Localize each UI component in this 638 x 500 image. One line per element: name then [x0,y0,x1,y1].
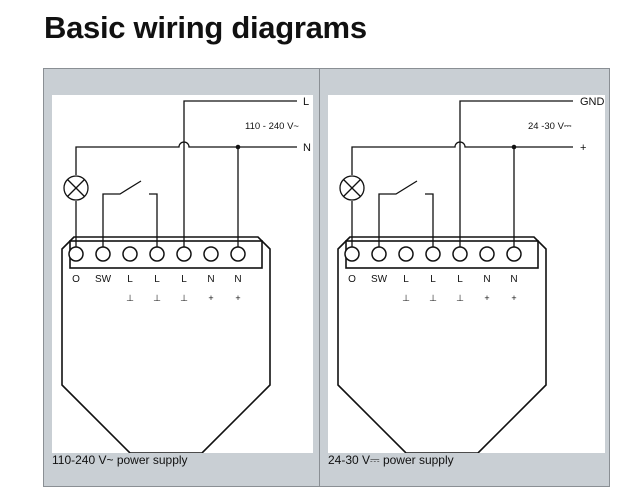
terminal-mark-4: ⊥ [153,293,161,303]
terminal-mark-3: ⊥ [402,293,410,303]
terminal-screws [344,246,522,262]
terminal-label-5: L [181,274,187,285]
terminal-screws [68,246,246,262]
wiring-panel-ac: O SW L L L N N ⊥ ⊥ ⊥ + + L N 110 - 2 [43,68,320,487]
line-label-top: L [303,96,309,108]
terminal-mark-7: + [235,293,240,303]
line-label-bottom: N [303,142,311,154]
switch-return-wire [149,193,158,247]
wires [351,100,573,247]
terminal-screw-3 [122,246,138,262]
switch-return-wire [425,193,434,247]
switch-wire [378,180,418,247]
junction-dot [511,144,517,150]
live-wire [183,100,297,247]
terminal-screw-5 [176,246,192,262]
terminal-label-1: O [348,274,356,285]
terminal-mark-5: ⊥ [180,293,188,303]
terminal-screw-4 [149,246,165,262]
diagram-caption: 24-30 V⎓ power supply [328,453,454,467]
terminal-mark-5: ⊥ [456,293,464,303]
device-body [337,236,547,453]
terminal-screw-2 [371,246,387,262]
wiring-diagram-dc: O SW L L L N N ⊥ ⊥ ⊥ + + GND + 24 -30 V⎓ [328,95,605,453]
terminal-mark-6: + [208,293,213,303]
terminal-label-1: O [72,274,80,285]
lamp-icon [63,175,89,201]
terminal-screw-4 [425,246,441,262]
diagram-caption: 110-240 V~ power supply [52,453,188,467]
terminal-label-6: N [207,274,214,285]
terminal-screw-2 [95,246,111,262]
terminal-screw-7 [230,246,246,262]
voltage-label: 24 -30 V⎓ [528,121,572,132]
terminal-mark-3: ⊥ [126,293,134,303]
terminal-screw-1 [68,246,84,262]
terminal-label-2: SW [371,274,388,285]
terminal-mark-4: ⊥ [429,293,437,303]
line-label-bottom: + [580,142,586,154]
device-body [61,236,271,453]
terminal-label-3: L [127,274,133,285]
positive-wire [351,141,573,175]
terminal-screw-1 [344,246,360,262]
switch-wire [102,180,142,247]
terminal-label-6: N [483,274,490,285]
page-title: Basic wiring diagrams [44,10,367,45]
wiring-panel-dc: O SW L L L N N ⊥ ⊥ ⊥ + + GND + 24 -30 V⎓… [319,68,610,487]
ground-wire [459,100,573,247]
terminal-screw-7 [506,246,522,262]
terminal-label-7: N [234,274,241,285]
lamp-icon [339,175,365,201]
terminal-label-5: L [457,274,463,285]
terminal-label-7: N [510,274,517,285]
terminal-mark-7: + [511,293,516,303]
wires [75,100,297,247]
voltage-label: 110 - 240 V~ [245,121,299,132]
terminal-screw-5 [452,246,468,262]
terminal-screw-6 [203,246,219,262]
terminal-mark-6: + [484,293,489,303]
terminal-screw-6 [479,246,495,262]
junction-dot [235,144,241,150]
terminal-label-4: L [154,274,160,285]
wiring-diagram-ac: O SW L L L N N ⊥ ⊥ ⊥ + + L N 110 - 2 [52,95,313,453]
terminal-screw-3 [398,246,414,262]
terminal-label-4: L [430,274,436,285]
terminal-label-2: SW [95,274,112,285]
terminal-label-3: L [403,274,409,285]
neutral-wire [75,141,297,175]
line-label-top: GND [580,96,605,108]
